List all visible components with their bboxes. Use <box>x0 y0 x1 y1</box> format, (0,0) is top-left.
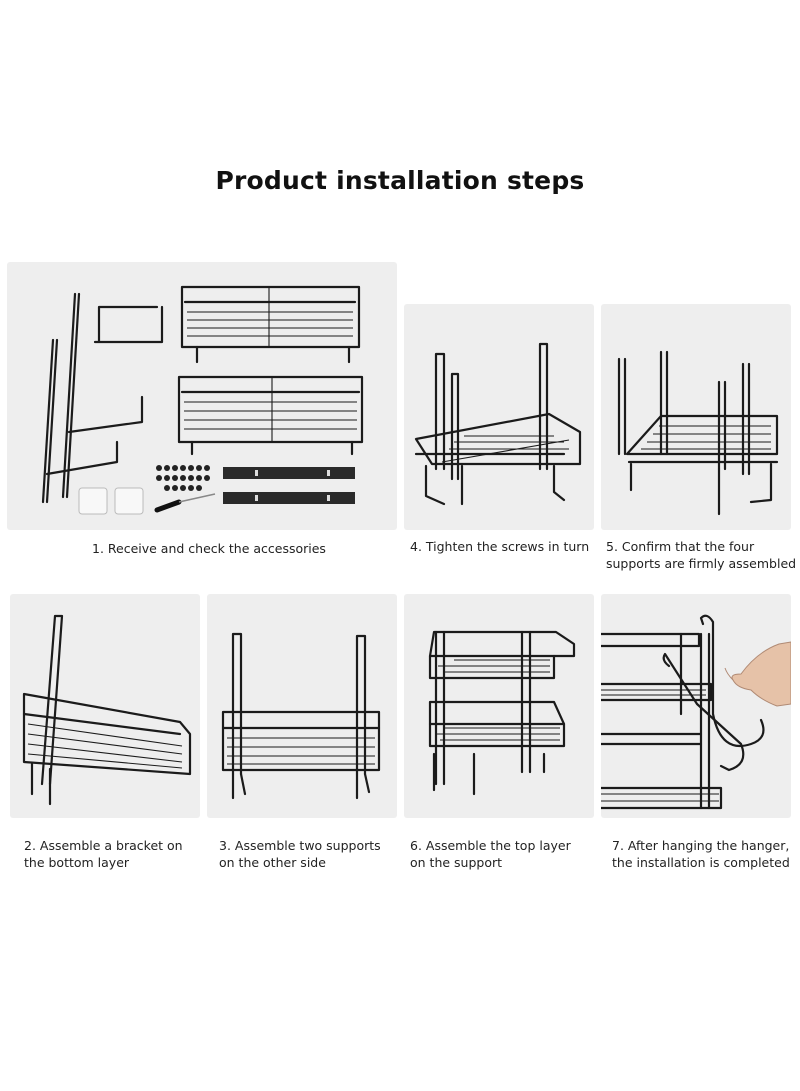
shelf-illustration-step2 <box>22 614 192 806</box>
step4-photo <box>404 304 594 530</box>
step3-caption: 3. Assemble two supports on the other si… <box>219 837 381 871</box>
accessories-photo <box>7 262 397 530</box>
step7-photo <box>601 594 791 818</box>
step1-caption: 1. Receive and check the accessories <box>92 540 326 557</box>
step3-caption-line2: on the other side <box>219 855 326 870</box>
step5-caption-line2: supports are firmly assembled <box>606 556 797 571</box>
shelf-illustration-step4 <box>414 342 582 506</box>
step6-photo <box>404 594 594 818</box>
shelf-illustration-step5 <box>617 350 779 516</box>
step2-photo <box>10 594 200 818</box>
step2-caption-line2: the bottom layer <box>24 855 130 870</box>
step3-photo <box>207 594 397 818</box>
step7-caption-line1: 7. After hanging the hanger, <box>612 838 790 853</box>
step7-caption-line2: the installation is completed <box>612 855 790 870</box>
step6-caption-line1: 6. Assemble the top layer <box>410 838 571 853</box>
shelf-illustration-step3 <box>221 632 381 800</box>
step2-caption-line1: 2. Assemble a bracket on <box>24 838 183 853</box>
step4-caption: 4. Tighten the screws in turn <box>410 538 589 555</box>
shelf-illustration-step6 <box>428 630 576 796</box>
step5-caption-line1: 5. Confirm that the four <box>606 539 755 554</box>
step1-caption-line1: 1. Receive and check the accessories <box>92 541 326 556</box>
step5-caption: 5. Confirm that the four supports are fi… <box>606 538 796 572</box>
step7-caption: 7. After hanging the hanger, the install… <box>612 837 790 871</box>
step2-caption: 2. Assemble a bracket on the bottom laye… <box>24 837 183 871</box>
step6-caption-line2: on the support <box>410 855 503 870</box>
step4-caption-line1: 4. Tighten the screws in turn <box>410 539 590 554</box>
page-title: Product installation steps <box>215 166 585 195</box>
accessories-illustration <box>41 285 364 515</box>
step6-caption: 6. Assemble the top layer on the support <box>410 837 571 871</box>
step5-photo <box>601 304 791 530</box>
step3-caption-line1: 3. Assemble two supports <box>219 838 381 853</box>
shelf-illustration-step7 <box>601 614 791 810</box>
